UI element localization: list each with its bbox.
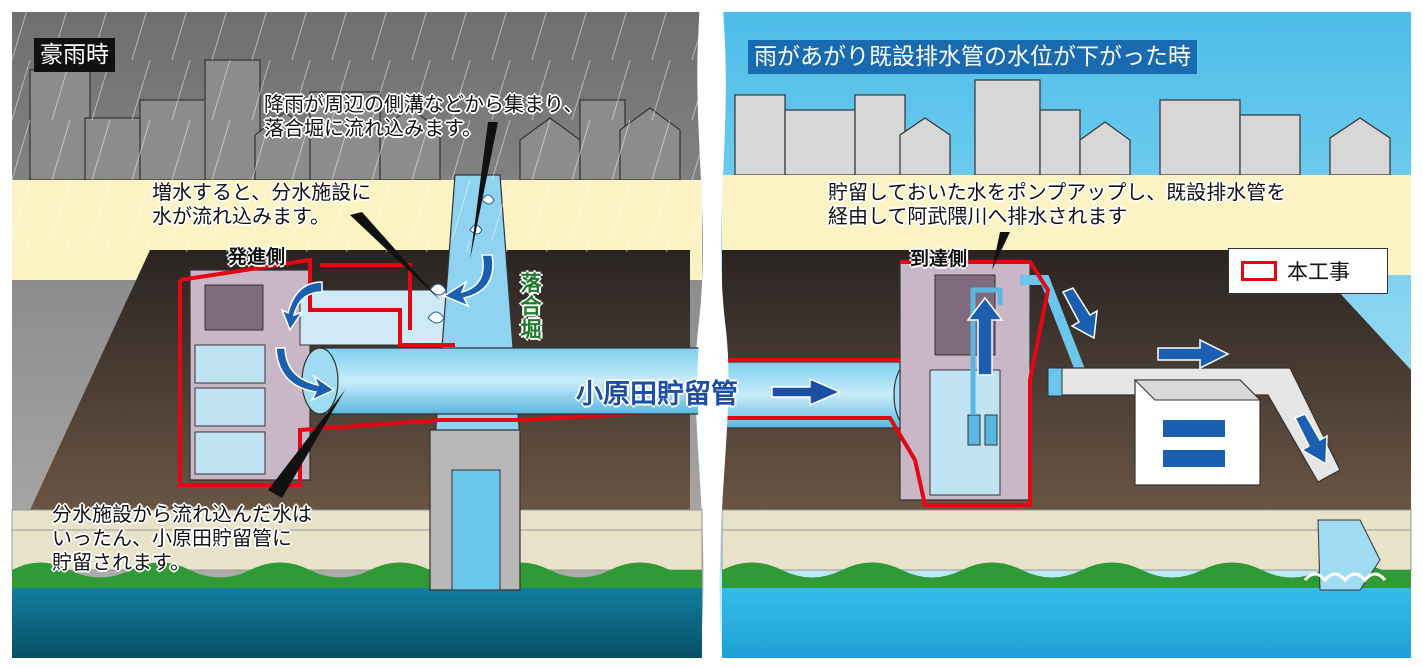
pointer-rain [470,122,498,260]
callout-storage-line3: 貯留されます。 [52,550,190,574]
storage-pipe-label: 小原田貯留管 [576,379,738,410]
callout-pump: 貯留しておいた水をポンプアップし、既設排水管を 経由して阿武隈川へ排水されます [828,180,1286,228]
arrival-side-label: 到達側 [910,248,968,270]
pointer-storage [268,390,345,498]
flow-arrow-outfall [1293,413,1328,466]
legend: 本工事 [1228,248,1388,294]
flow-arrow-channel [442,254,494,308]
flow-arrows-right [966,287,1328,466]
panel-divider [697,0,729,664]
pipe-direction-arrow [771,377,842,407]
callout-rain-line1: 降雨が周辺の側溝などから集まり、 [264,92,584,116]
storm-grass [12,562,702,590]
channel-label: 落合堀 [518,272,542,341]
callout-storage-line2: いったん、小原田貯留管に [52,526,292,550]
callout-overflow: 増水すると、分水施設に 水が流れ込みます。 [152,180,371,228]
pump-house [1133,379,1262,486]
pointer-pump [992,232,1010,270]
callout-pump-line1: 貯留しておいた水をポンプアップし、既設排水管を [828,180,1287,204]
flow-arrows-left [275,254,494,402]
flow-arrow-right [1157,338,1230,370]
rain-overlay [12,12,702,252]
right-panel [719,12,1412,658]
flow-arrow-into-pipe [275,347,336,402]
flow-arrow-drain-down [1061,287,1098,340]
clear-bank [721,509,1412,571]
outfall [1303,519,1387,591]
clear-grass [722,562,1411,590]
callout-pointers-left [268,122,498,498]
clear-river [722,588,1411,658]
legend-swatch [1241,261,1277,281]
construction-outline-left [178,257,701,487]
start-side-label: 発進側 [228,246,286,268]
callout-storage-line1: 分水施設から流れ込んだ水は [52,502,312,526]
callout-pump-line2: 経由して阿武隈川へ排水されます [828,204,1128,228]
callout-rain-line2: 落合堀に流れ込みます。 [264,116,482,140]
start-shaft [189,269,311,481]
callout-storage: 分水施設から流れ込んだ水は いったん、小原田貯留管に 貯留されます。 [52,502,312,574]
flow-arrow-pump-up [966,296,1004,376]
pointer-overflow [350,212,440,300]
clear-buildings [734,79,1391,176]
left-panel [11,12,704,658]
callout-overflow-line2: 水が流れ込みます。 [152,204,330,228]
storm-bank [11,509,703,571]
left-panel-title: 豪雨時 [34,38,115,72]
storage-pipe-left [301,347,700,415]
storm-river [12,588,702,658]
splash-icon [427,194,495,324]
legend-label: 本工事 [1287,260,1350,284]
arrival-shaft [899,259,1031,501]
right-panel-title: 雨があがり既設排水管の水位が下がった時 [748,40,1197,74]
callout-rain: 降雨が周辺の側溝などから集まり、 落合堀に流れ込みます。 [264,92,583,140]
flow-arrow-diversion [280,281,323,332]
callout-overflow-line1: 増水すると、分水施設に [152,180,372,204]
construction-outline-right [722,260,1051,507]
